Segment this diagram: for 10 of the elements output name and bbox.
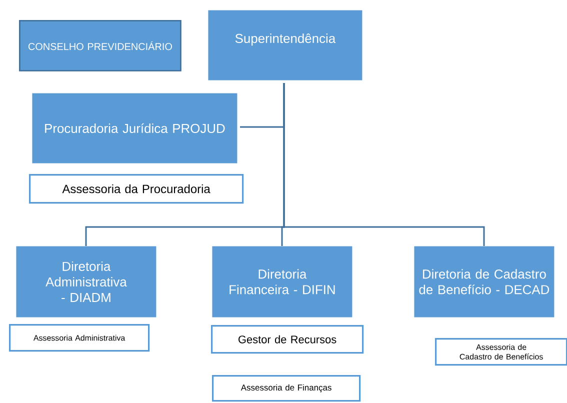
- org-unit-box: Diretoria de Cadastro de Benefício - DECAD: [414, 246, 554, 318]
- advisory-box: Assessoria de Finanças: [212, 375, 361, 402]
- org-unit-box: Diretoria Administrativa - DIADM: [16, 246, 156, 318]
- org-unit-box: Procuradoria Jurídica PROJUD: [32, 93, 238, 164]
- org-unit-box: Diretoria Financeira - DIFIN: [212, 246, 352, 318]
- connector-line: [283, 83, 485, 246]
- council-box: CONSELHO PREVIDENCIÁRIO: [19, 20, 182, 72]
- org-unit-box: Superintendência: [208, 10, 362, 80]
- advisory-box: Gestor de Recursos: [211, 325, 364, 354]
- advisory-box: Assessoria da Procuradoria: [29, 174, 244, 204]
